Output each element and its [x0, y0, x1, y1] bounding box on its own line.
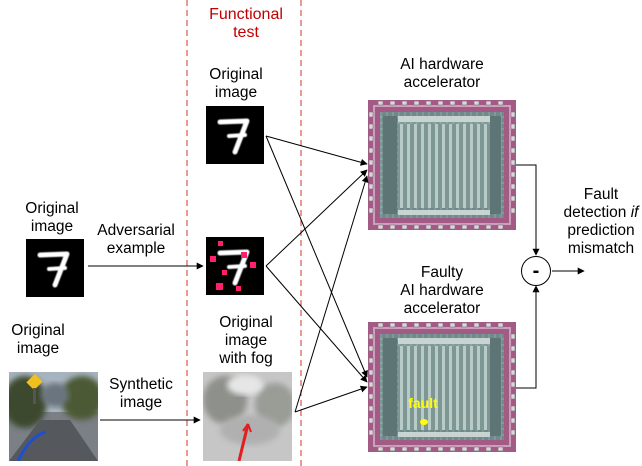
mnist-adversarial-image [206, 237, 264, 295]
comparator-operator: - [521, 256, 551, 286]
arrow-fog-to-faulty [294, 385, 368, 413]
road-fog-image [203, 372, 292, 461]
ai-accelerator-chip [368, 100, 516, 230]
ai-accelerator-label: AI hardware accelerator [400, 56, 484, 91]
synthetic-image-label: Synthetic image [109, 376, 173, 411]
original-image-left-label: Original image [25, 200, 79, 235]
arrow-fog-to-ai [294, 175, 369, 413]
original-image-road-label: Original image [11, 322, 65, 357]
functional-test-label: Functional test [209, 6, 283, 41]
fault-dot [420, 419, 428, 425]
mnist-original-top-image [206, 106, 264, 164]
arrow-ai-to-comparator [516, 164, 540, 256]
mnist-original-left-image [26, 239, 84, 297]
connections [88, 135, 585, 424]
original-with-fog-label: Original image with fog [219, 314, 273, 367]
arrow-adv-to-faulty [265, 265, 368, 383]
road-original-image [9, 372, 98, 461]
arrow-adv-to-ai [265, 169, 368, 267]
fault-label: fault [408, 395, 438, 411]
arrow-top-to-faulty [265, 135, 368, 378]
faulty-accelerator-chip [368, 322, 516, 452]
arrow-faulty-to-comparator [516, 285, 540, 389]
faulty-accelerator-label: Faulty AI hardware accelerator [400, 264, 484, 317]
fault-detection-if: if [630, 204, 639, 221]
original-image-top-label: Original image [209, 66, 263, 101]
arrow-top-to-ai [265, 135, 368, 166]
adversarial-example-label: Adversarial example [97, 222, 175, 257]
fault-detection-label: Fault detection if prediction mismatch [563, 186, 639, 257]
